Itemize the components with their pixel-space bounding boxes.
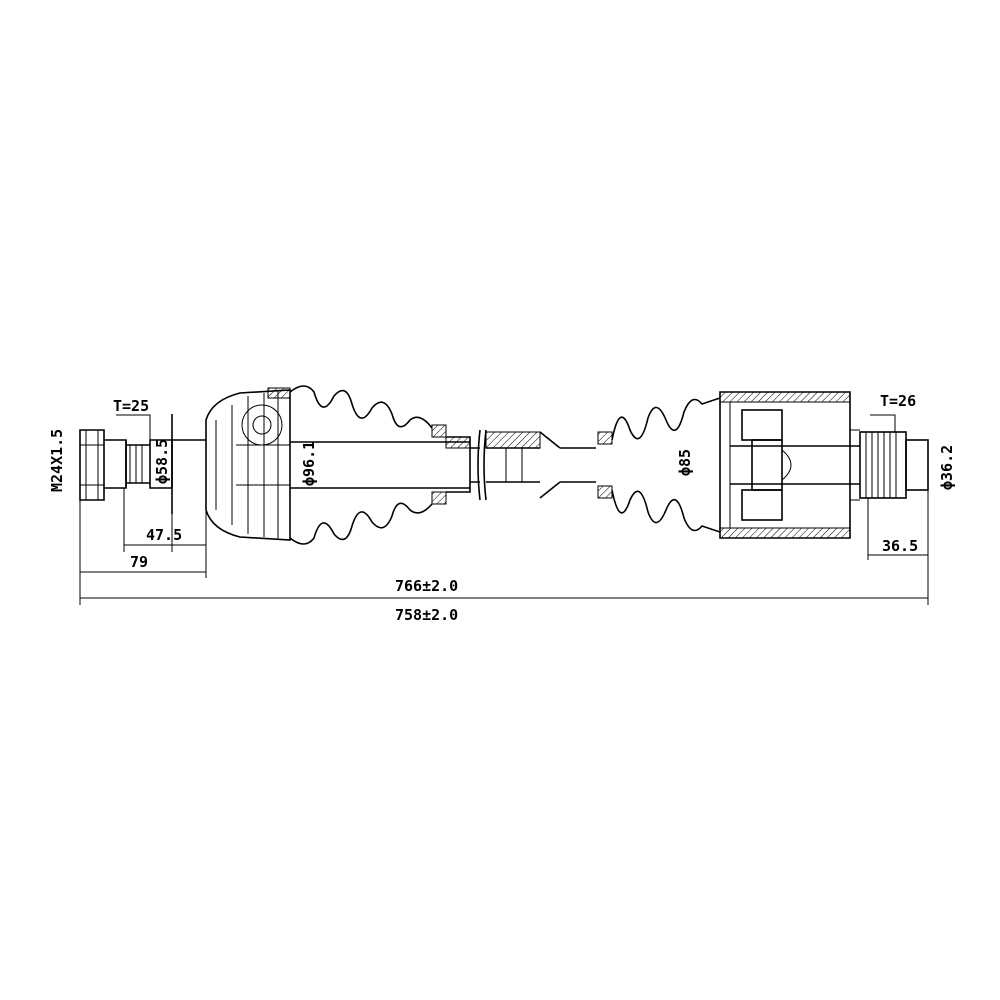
len-left-spline-label: 47.5 [146,526,182,544]
dia-left-seal-label: ϕ58.5 [153,439,171,484]
dimension-lines [79,414,929,605]
overall-length-1-label: 766±2.0 [395,577,458,595]
main-shaft [290,429,596,501]
inner-boot [597,397,721,533]
len-left-total-label: 79 [130,553,148,571]
dia-inner-joint-label: ϕ85 [676,449,694,476]
dia-outer-joint-label: ϕ96.1 [300,441,318,486]
inner-stub-shaft [859,431,929,499]
overall-length-2-label: 758±2.0 [395,606,458,624]
thread-label: M24X1.5 [48,429,66,492]
inner-tripod-joint [719,391,860,539]
dia-right-stub-label: ϕ36.2 [938,445,956,490]
outer-stub-shaft [79,414,206,514]
outer-boot [289,385,447,545]
teeth-left-label: T=25 [113,397,149,415]
outer-cv-joint [205,387,291,541]
len-right-stub-label: 36.5 [882,537,918,555]
teeth-right-label: T=26 [880,392,916,410]
